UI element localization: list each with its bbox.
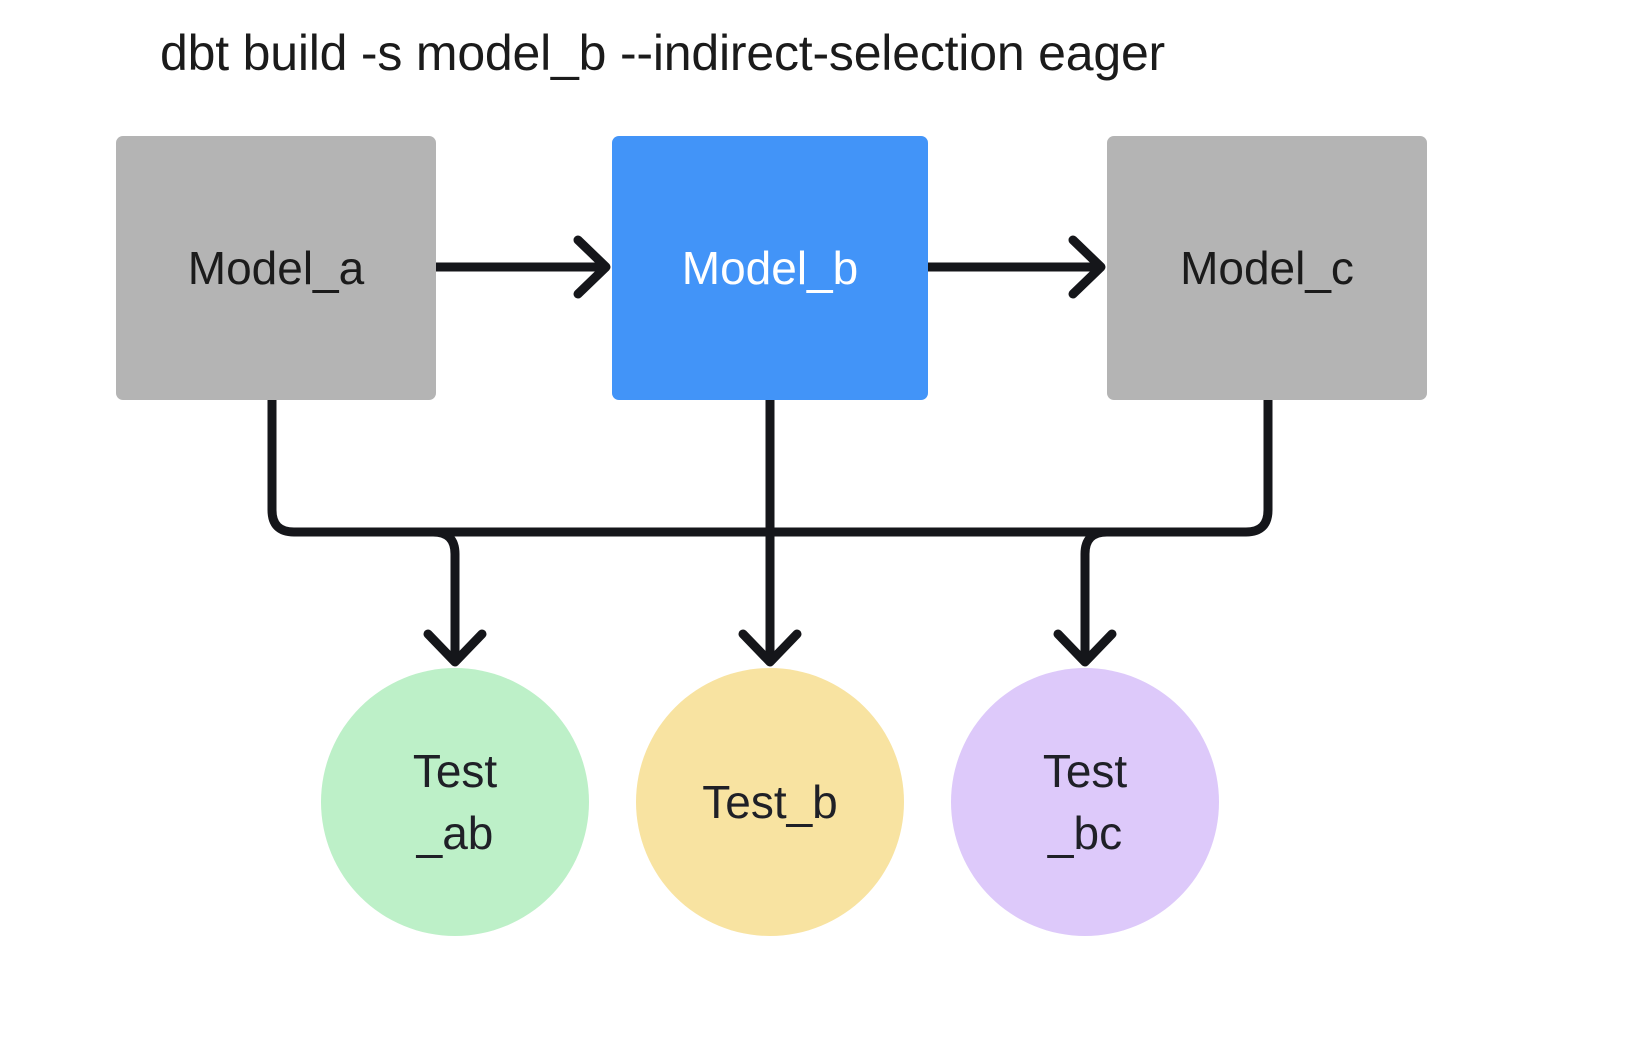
node-test-b[interactable]: Test_b bbox=[636, 668, 904, 936]
node-test-bc-label-line-2: _bc bbox=[1047, 807, 1123, 859]
node-model-b[interactable]: Model_b bbox=[612, 136, 928, 400]
node-model-c[interactable]: Model_c bbox=[1107, 136, 1427, 400]
edge-bus-to-test-bc bbox=[1053, 527, 1117, 667]
node-model-b-label: Model_b bbox=[681, 241, 859, 294]
node-model-a-label: Model_a bbox=[187, 241, 365, 294]
node-model-a[interactable]: Model_a bbox=[116, 136, 436, 400]
node-test-bc[interactable]: Test _bc bbox=[951, 668, 1219, 936]
node-test-ab[interactable]: Test _ab bbox=[321, 668, 589, 936]
edge-model-c-to-test-bc bbox=[765, 395, 1273, 537]
diagram-title: dbt build -s model_b --indirect-selectio… bbox=[160, 25, 1166, 81]
edge-bus-to-test-ab bbox=[423, 527, 487, 667]
edge-model-a-to-model-b bbox=[431, 235, 611, 299]
node-test-ab-label-line-1: Test bbox=[412, 744, 498, 797]
node-test-b-label-line-1: Test_b bbox=[702, 775, 838, 828]
node-model-c-label: Model_c bbox=[1180, 241, 1354, 294]
node-test-ab-label-line-2: _ab bbox=[416, 807, 494, 859]
edge-model-b-to-model-c bbox=[923, 235, 1106, 299]
edge-model-b-to-test-b bbox=[738, 395, 802, 667]
edge-model-a-to-test-ab bbox=[267, 395, 775, 537]
node-test-bc-label-line-1: Test bbox=[1042, 744, 1128, 797]
